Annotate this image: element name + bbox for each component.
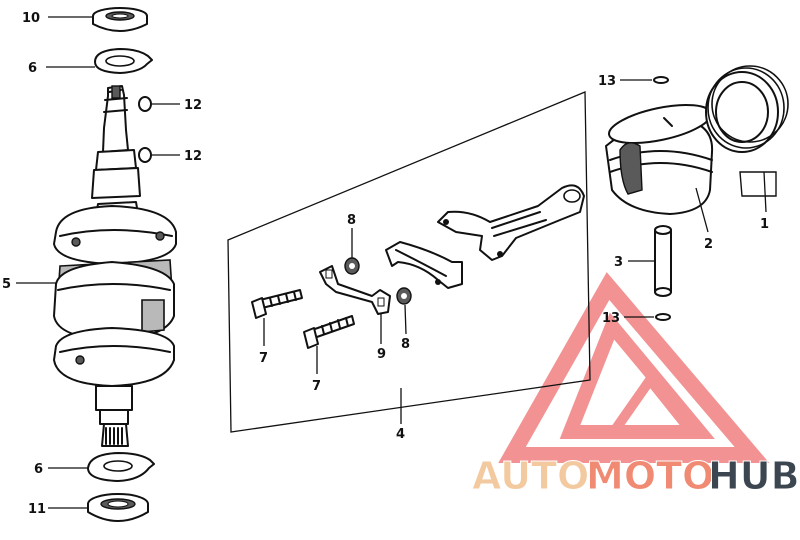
callout-7-left: 7 <box>259 351 268 366</box>
rod-cap <box>385 241 463 289</box>
callout-12-upper: 12 <box>184 98 202 113</box>
retaining-ring-lower <box>138 147 152 163</box>
watermark-word-auto: AUTO <box>472 454 589 498</box>
lock-plate <box>319 265 391 315</box>
callout-6-bottom: 6 <box>34 462 43 477</box>
crankshaft-group <box>53 7 177 522</box>
oil-seal-top <box>92 7 148 32</box>
watermark-word-hub: HUB <box>708 454 800 498</box>
oil-seal-bottom <box>87 493 149 522</box>
callout-9: 9 <box>377 347 386 362</box>
callout-3: 3 <box>614 255 623 270</box>
crank-web-upper <box>53 205 177 265</box>
washer-bottom <box>87 452 155 482</box>
callout-8-lower: 8 <box>401 337 410 352</box>
callout-7-right: 7 <box>312 379 321 394</box>
callout-8-upper: 8 <box>347 213 356 228</box>
callout-10: 10 <box>22 11 40 26</box>
callout-11: 11 <box>28 502 46 517</box>
watermark-text: AUTO MOTO HUB <box>472 454 800 499</box>
piston-rings <box>705 65 789 197</box>
callout-4: 4 <box>396 427 405 442</box>
crank-web-middle <box>53 259 175 341</box>
rod-bolt-upper <box>251 289 303 319</box>
leader-lines <box>16 16 767 509</box>
crankshaft-upper-shaft <box>91 85 141 217</box>
callout-12-lower: 12 <box>184 149 202 164</box>
conrod-assembly-frame <box>227 91 591 433</box>
piston <box>605 103 714 215</box>
watermark-logo <box>498 272 770 463</box>
circlip-lower <box>655 313 671 321</box>
crankshaft-lower-shaft <box>95 385 133 447</box>
rod-bolt-lower <box>303 315 355 349</box>
piston-pin <box>654 225 672 297</box>
callout-1: 1 <box>760 217 769 232</box>
retaining-ring-upper <box>138 96 152 112</box>
callout-2: 2 <box>704 237 713 252</box>
callout-5: 5 <box>2 277 11 292</box>
crank-web-lower <box>53 327 175 387</box>
rod-nut-lower <box>396 287 412 305</box>
callout-6-top: 6 <box>28 61 37 76</box>
callout-labels: 10 6 12 12 5 6 11 13 13 3 2 1 4 8 8 9 7 … <box>2 11 769 517</box>
rod-nut-upper <box>344 257 360 275</box>
watermark-triangle-outer <box>498 272 770 463</box>
circlip-upper <box>653 76 669 84</box>
callout-13-upper: 13 <box>598 74 616 89</box>
watermark-word-moto: MOTO <box>586 454 714 498</box>
connecting-rod <box>437 184 585 261</box>
washer-top <box>94 48 153 74</box>
callout-13-lower: 13 <box>602 311 620 326</box>
watermark-triangle-core <box>605 371 701 435</box>
